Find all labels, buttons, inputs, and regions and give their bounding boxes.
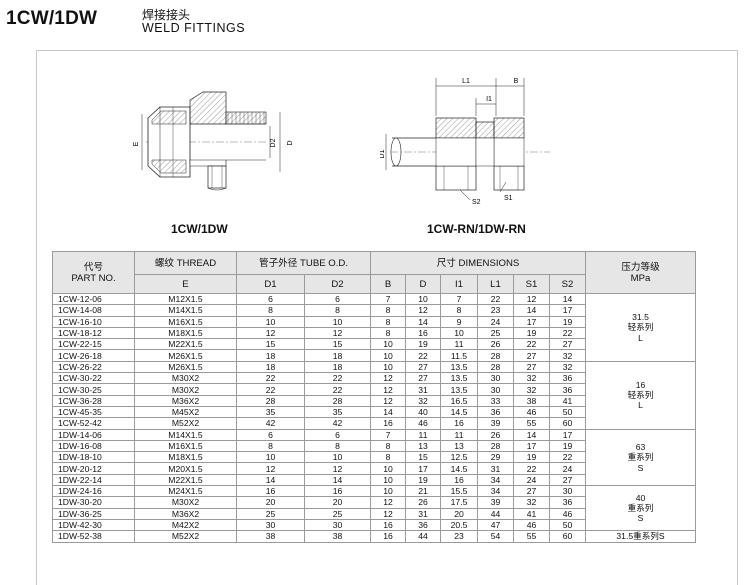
dim-label-l1: L1 [462,78,470,85]
header-b: B [370,274,407,294]
header-d1: D1 [236,274,305,294]
dim-label-d2: D2 [270,138,277,147]
dim-label-d: D [287,140,294,145]
dim-label-i1: I1 [486,96,492,103]
dim-label-s2: S2 [472,199,481,206]
weld-fitting-drawing: E D2 D [133,91,294,191]
left-drawing-caption: 1CW/1DW [171,222,228,236]
right-drawing-caption: 1CW-RN/1DW-RN [427,222,526,236]
header-s1: S1 [513,274,551,294]
header-d2: D2 [303,274,372,294]
content-frame [36,50,738,585]
header-s2: S2 [549,274,587,294]
title-chinese: 焊接接头 [142,8,191,22]
header-l1: L1 [477,274,515,294]
dim-label-s1: S1 [504,195,513,202]
header-d: D [405,274,442,294]
title-english: WELD FITTINGS [142,21,246,35]
series-code: 1CW/1DW [6,8,98,29]
weld-fitting-rn-drawing: L1 B I1 D1 S2 S1 [380,78,550,206]
header-dimensions: 尺寸 DIMENSIONS [370,251,587,275]
dim-label-b: B [514,78,519,85]
dim-label-e: E [133,141,140,146]
table-subheader-row: E D1 D2 B D I1 L1 S1 S2 [53,274,696,294]
header-tube-od: 管子外径 TUBE O.D. [235,251,372,275]
dim-label-d1: D1 [380,149,386,158]
header-e: E [134,274,237,294]
header-i1: I1 [440,274,479,294]
pressure-group-5: 31.5重系列S [585,530,697,543]
header-thread: 螺纹 THREAD [134,251,237,275]
